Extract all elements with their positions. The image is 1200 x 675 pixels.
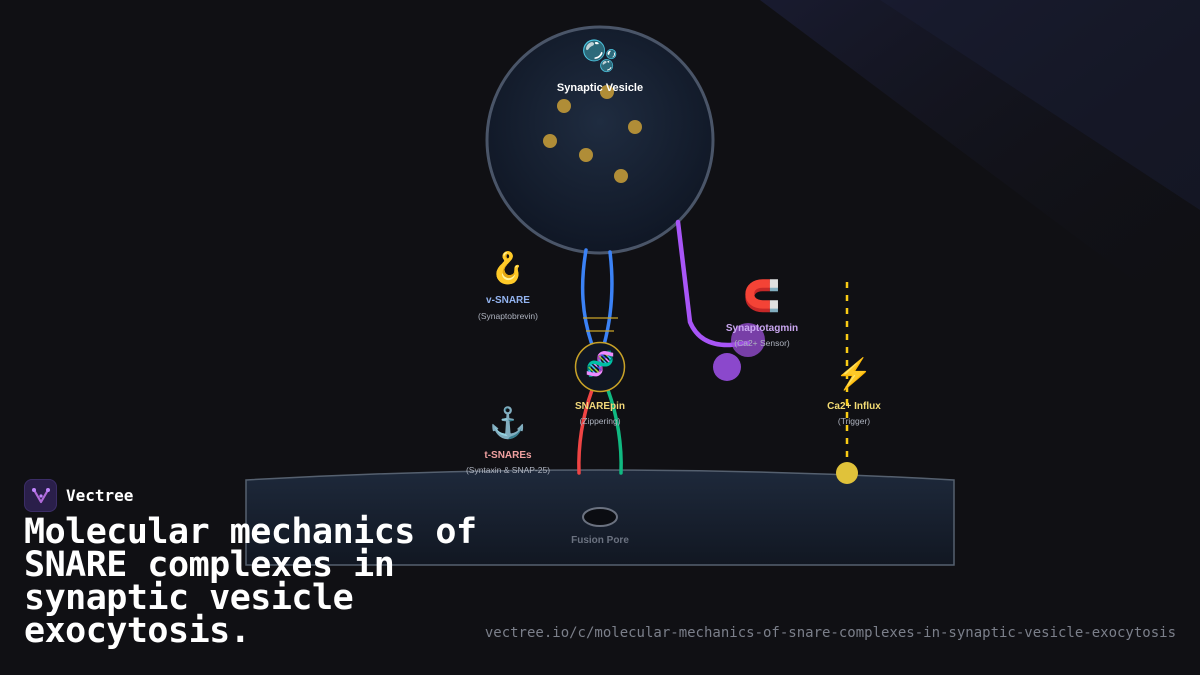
anchor-icon: ⚓	[489, 407, 527, 440]
snarepin-sublabel: (Zippering)	[579, 416, 621, 426]
neurotransmitters	[543, 85, 642, 183]
fusion-pore-label: Fusion Pore	[571, 535, 629, 546]
neurotransmitter-dot	[557, 99, 571, 113]
dna-icon: 🧬	[585, 351, 615, 378]
lightning-icon: ⚡	[835, 358, 873, 391]
t-snares-sublabel: (Syntaxin & SNAP-25)	[465, 465, 551, 475]
v-snare-strand	[580, 248, 594, 347]
vectree-logo-icon	[24, 479, 57, 512]
neurotransmitter-dot	[543, 134, 557, 148]
calcium-ion	[836, 462, 858, 484]
brand[interactable]: Vectree	[24, 479, 133, 512]
t-snare-strand-syntaxin	[577, 388, 594, 475]
synaptotagmin-c2-domain	[713, 353, 741, 381]
calcium-label: Ca2+ Influx	[827, 401, 881, 412]
neurotransmitter-dot	[628, 120, 642, 134]
neurotransmitter-dot	[614, 169, 628, 183]
neurotransmitter-dot	[600, 85, 614, 99]
synaptotagmin-label: Synaptotagmin	[725, 323, 799, 334]
synaptic-vesicle	[485, 25, 715, 255]
t-snare-strand-snap25	[606, 388, 623, 475]
vesicle-label: Synaptic Vesicle	[556, 82, 644, 94]
v-snare-sublabel: (Synaptobrevin)	[477, 311, 539, 321]
page-url[interactable]: vectree.io/c/molecular-mechanics-of-snar…	[484, 625, 1176, 641]
t-snares-label: t-SNAREs	[484, 450, 532, 461]
fusion-pore	[582, 507, 618, 527]
synaptotagmin-strand	[675, 219, 751, 348]
synaptotagmin-c2-domain	[731, 323, 765, 357]
page-title: Molecular mechanics of SNARE complexes i…	[24, 512, 477, 651]
snarepin-label: SNAREpin	[575, 401, 625, 412]
v-snare-label: v-SNARE	[486, 295, 530, 306]
hook-icon: 🪝	[489, 252, 527, 285]
magnet-icon: 🧲	[743, 280, 781, 313]
neurotransmitter-dot	[579, 148, 593, 162]
calcium-sublabel: (Trigger)	[837, 416, 871, 426]
snarepin-ring	[574, 341, 626, 393]
synaptotagmin-sublabel: (Ca2+ Sensor)	[734, 338, 790, 348]
brand-name: Vectree	[66, 486, 134, 505]
v-snare-strand	[602, 250, 614, 347]
bubbles-icon: 🫧	[581, 40, 619, 73]
